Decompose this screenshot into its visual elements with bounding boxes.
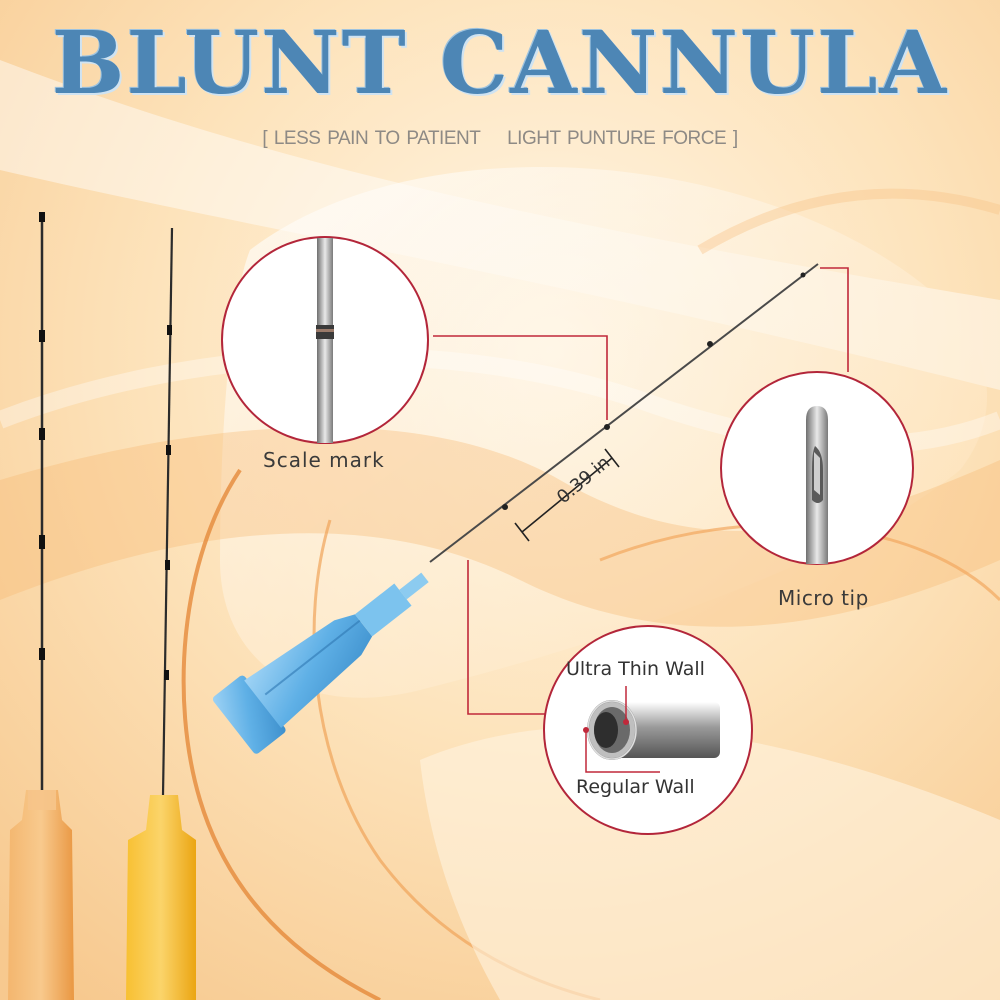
micro-tip-magnifier <box>720 371 914 565</box>
dimension-marker <box>514 448 620 542</box>
wall-cross-section-magnifier <box>543 625 753 835</box>
micro-tip-label: Micro tip <box>778 586 869 610</box>
scale-mark-label: Scale mark <box>263 448 385 472</box>
scale-mark-magnifier <box>221 236 429 444</box>
yellow-cannula <box>126 227 196 1000</box>
subtitle-tagline: [ LESS PAIN TO PATIENT LIGHT PUNTURE FOR… <box>262 128 738 149</box>
ultra-thin-wall-label: Ultra Thin Wall <box>566 658 705 680</box>
orange-cannula <box>8 212 74 1000</box>
blue-hub-cannula <box>212 263 819 754</box>
regular-wall-label: Regular Wall <box>576 776 695 798</box>
page-title: BLUNT CANNULA <box>51 13 949 114</box>
